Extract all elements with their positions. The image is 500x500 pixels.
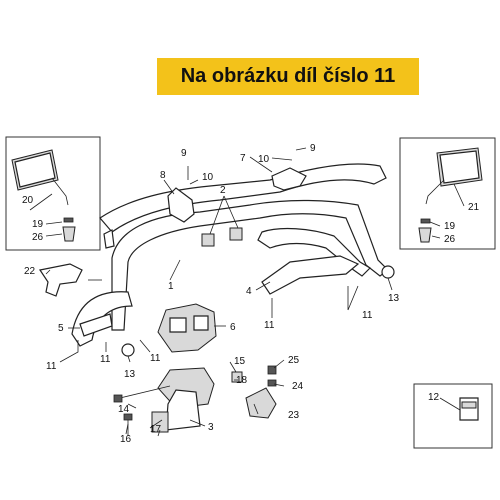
- callout-2: 2: [220, 185, 226, 196]
- part-12-box: [413, 383, 493, 449]
- callout-3: 3: [208, 422, 214, 433]
- callout-19b: 19: [444, 221, 456, 232]
- callout-21: 21: [468, 202, 480, 213]
- callout-13b: 13: [388, 293, 400, 304]
- callout-6: 6: [230, 322, 236, 333]
- callout-10: 10: [202, 172, 214, 183]
- callout-14: 14: [118, 404, 130, 415]
- callout-19a: 19: [32, 219, 44, 230]
- mirror-right-box: [399, 137, 496, 250]
- highlight-banner: Na obrázku díl číslo 11: [157, 58, 419, 95]
- callout-26a: 26: [32, 232, 44, 243]
- mirror-left-box: [5, 136, 101, 251]
- callout-15: 15: [234, 356, 246, 367]
- callout-5: 5: [58, 323, 64, 334]
- callout-11b: 11: [100, 354, 111, 365]
- callout-11e: 11: [362, 310, 373, 321]
- guide-4: [261, 255, 360, 295]
- callout-9: 9: [181, 148, 187, 159]
- bracket-22: [39, 263, 83, 297]
- clamps: [201, 227, 243, 247]
- callout-7: 7: [240, 153, 246, 164]
- callout-9b: 9: [310, 143, 316, 154]
- housing-6: [157, 303, 217, 353]
- callout-12: 12: [428, 392, 440, 403]
- callout-13a: 13: [124, 369, 136, 380]
- callout-26b: 26: [444, 234, 456, 245]
- callout-22: 22: [24, 266, 36, 277]
- callout-8: 8: [160, 170, 166, 181]
- callout-17: 17: [150, 424, 162, 435]
- callout-20: 20: [22, 195, 34, 206]
- callout-23: 23: [288, 410, 300, 421]
- bracket-5: [71, 291, 133, 347]
- leader-lines: [29, 147, 465, 437]
- callout-10b: 10: [258, 154, 270, 165]
- callout-4: 4: [246, 286, 252, 297]
- banner-text: Na obrázku díl číslo 11: [180, 65, 396, 87]
- callout-24: 24: [292, 381, 304, 392]
- base-3: [113, 265, 395, 436]
- callout-18: 18: [236, 375, 248, 386]
- callout-25: 25: [288, 355, 300, 366]
- callout-16: 16: [120, 434, 132, 445]
- callout-11d: 11: [264, 320, 275, 331]
- callout-11a: 11: [46, 361, 57, 372]
- callout-labels: 1 2 3 4 5 6 7 8 9 9 10 10 11 11 11 11 11…: [22, 143, 480, 445]
- callout-11c: 11: [150, 353, 161, 364]
- callout-1: 1: [168, 281, 174, 292]
- upper-cover: [99, 163, 387, 249]
